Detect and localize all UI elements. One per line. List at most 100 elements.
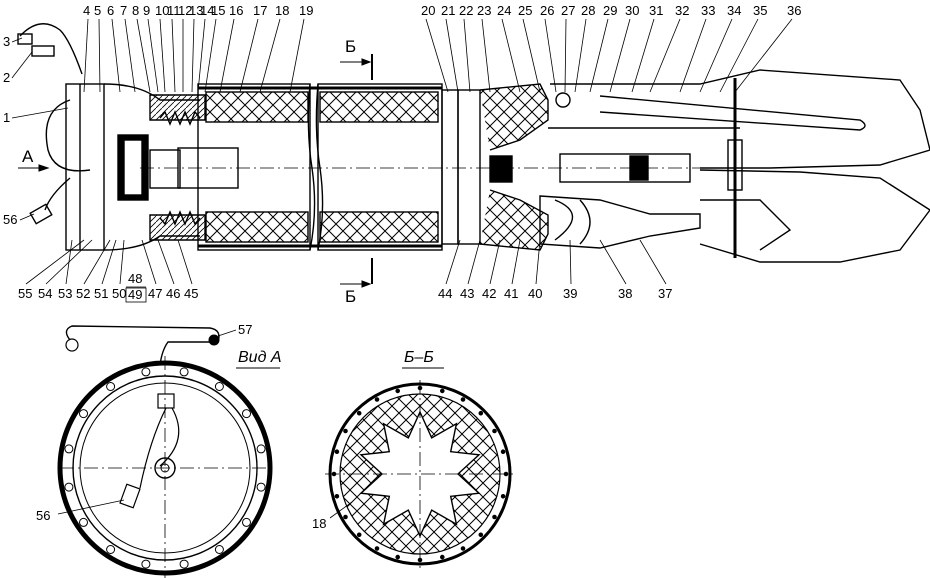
leader-13	[191, 18, 195, 93]
spring-upper	[159, 110, 201, 126]
callout-29: 29	[603, 3, 617, 18]
callout-2: 2	[3, 70, 10, 85]
leader-35	[719, 18, 759, 93]
leader-9	[147, 18, 159, 93]
leader-10	[159, 18, 166, 93]
case-dot	[503, 471, 509, 477]
callout-48: 48	[128, 271, 142, 286]
leader-15	[204, 18, 217, 93]
case-dot	[334, 449, 340, 455]
callout-14: 14	[200, 3, 214, 18]
callout-57: 57	[238, 322, 252, 337]
bolt	[214, 382, 224, 391]
nozzle-block-body	[479, 83, 549, 251]
callout-35: 35	[753, 3, 767, 18]
callout-13: 13	[189, 3, 203, 18]
callout-34: 34	[727, 3, 741, 18]
callout-10: 10	[155, 3, 169, 18]
case-dot	[492, 428, 497, 434]
case-dot	[478, 410, 484, 416]
section-markers	[18, 54, 373, 288]
leader-5	[98, 18, 101, 93]
case-dot	[478, 532, 484, 538]
bolt	[179, 367, 189, 377]
case-dot	[395, 554, 401, 560]
leader-39	[569, 239, 572, 285]
leader-24	[501, 18, 521, 93]
leader-17	[239, 18, 259, 93]
case-dot	[356, 410, 362, 416]
section-marker-top: Б	[345, 37, 356, 56]
view-a-connector	[119, 483, 141, 509]
callout-3: 3	[3, 34, 10, 49]
callout-37: 37	[658, 286, 672, 301]
callout-42: 42	[482, 286, 496, 301]
callout-17: 17	[253, 3, 267, 18]
case-dot	[356, 532, 362, 538]
bolt	[179, 559, 189, 569]
leader-34	[699, 18, 733, 93]
leader-8	[136, 18, 151, 93]
callout-26: 26	[540, 3, 554, 18]
callout-51: 51	[94, 286, 108, 301]
leader-33	[679, 18, 707, 93]
case-dot	[417, 385, 423, 391]
leader-55	[25, 239, 85, 285]
case-dot	[417, 557, 423, 563]
case-dot	[334, 494, 340, 499]
leader-53	[65, 239, 73, 285]
fin-upper	[550, 69, 930, 169]
callout-44: 44	[438, 286, 452, 301]
callout-43: 43	[460, 286, 474, 301]
leader-36	[734, 18, 793, 93]
callout-36: 36	[787, 3, 801, 18]
main-assembly	[17, 23, 930, 263]
callout-28: 28	[581, 3, 595, 18]
callout-19: 19	[299, 3, 313, 18]
section-bb	[325, 380, 515, 570]
leader-14	[197, 18, 206, 93]
leader-6	[111, 18, 121, 93]
callout-24: 24	[497, 3, 511, 18]
bottom-leaders	[25, 239, 667, 285]
case-dot	[374, 546, 380, 551]
wire-harness	[45, 99, 91, 172]
callout-47: 47	[148, 286, 162, 301]
callout-5: 5	[94, 3, 101, 18]
leader-37	[639, 239, 667, 285]
case-dot	[460, 397, 466, 402]
igniter-holder	[149, 149, 181, 189]
view-a-title: Вид А	[238, 349, 282, 366]
view-a-handle	[65, 325, 220, 366]
callout-56-view-a: 56	[36, 508, 50, 523]
plug-3	[17, 33, 33, 45]
case-dot	[440, 388, 445, 394]
leader-11	[171, 18, 176, 93]
leader-23	[481, 18, 491, 93]
bolt	[256, 482, 266, 492]
leader-51	[101, 239, 117, 285]
leader-52	[83, 239, 111, 285]
leader-4	[83, 18, 89, 93]
top-leaders	[83, 18, 793, 93]
case-dot	[343, 428, 348, 434]
nozzle-ring	[441, 89, 459, 245]
case-dot	[460, 546, 466, 551]
callout-50: 50	[112, 286, 126, 301]
leader-19	[289, 18, 305, 93]
bolt	[242, 517, 251, 527]
callout-52: 52	[76, 286, 90, 301]
bolt	[141, 367, 151, 377]
callout-56-main: 56	[3, 212, 17, 227]
view-a	[57, 325, 275, 578]
leader-29	[589, 18, 609, 93]
callout-41: 41	[504, 286, 518, 301]
propellant-grain-lower	[205, 211, 309, 243]
leader-44	[445, 239, 461, 285]
callout-15: 15	[211, 3, 225, 18]
callout-49: 49	[128, 287, 142, 302]
